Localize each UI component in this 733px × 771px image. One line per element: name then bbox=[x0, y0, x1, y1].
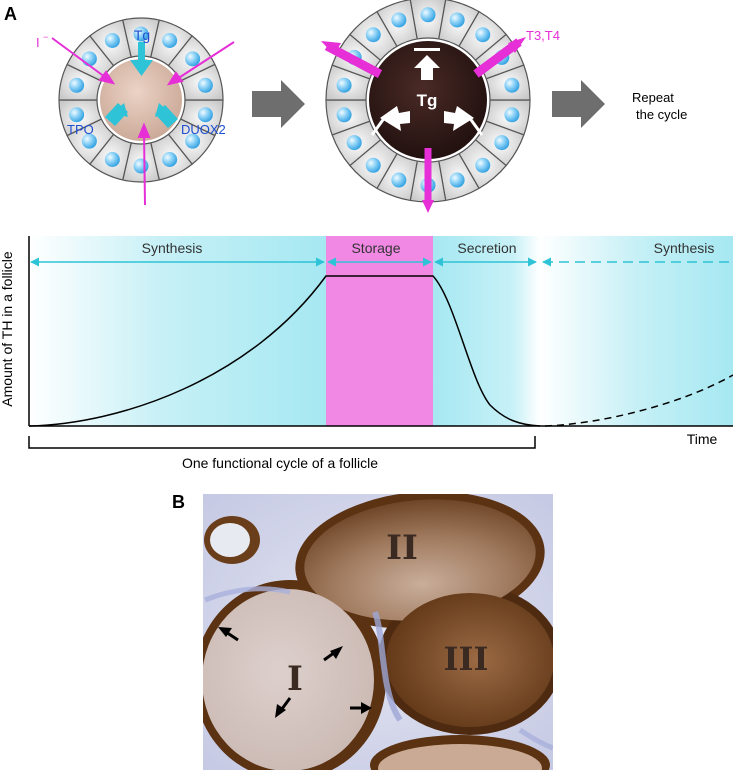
cell-nucleus bbox=[162, 33, 178, 49]
follicle-iii bbox=[386, 593, 553, 727]
cell-nucleus bbox=[185, 133, 201, 149]
panel-b-label: B bbox=[172, 492, 185, 512]
cell-nucleus bbox=[346, 135, 362, 151]
t3-t4-label: T3,T4 bbox=[526, 28, 560, 43]
tg-label-right: Tg bbox=[417, 91, 438, 110]
cell-nucleus bbox=[475, 157, 491, 173]
cell-nucleus bbox=[336, 77, 352, 93]
phase-label-storage: Storage bbox=[351, 240, 400, 256]
timeline-chart: Synthesis Storage Secretion Synthesis Am… bbox=[0, 236, 733, 471]
iodide-arrows bbox=[51, 37, 235, 206]
iodide-charge: − bbox=[43, 32, 48, 42]
cycle-bracket bbox=[28, 436, 536, 449]
process-arrow-1 bbox=[252, 80, 305, 128]
cell-nucleus bbox=[81, 51, 97, 67]
follicle-iii-label: III bbox=[444, 640, 489, 678]
cell-nucleus bbox=[449, 172, 465, 188]
cell-nucleus bbox=[104, 33, 120, 49]
cell-nucleus bbox=[391, 172, 407, 188]
tpo-label: TPO bbox=[67, 122, 94, 137]
follicle-cells-left bbox=[58, 17, 224, 183]
phase-band-secretion bbox=[433, 236, 540, 426]
phase-band-synthesis-next bbox=[540, 236, 733, 426]
cell-nucleus bbox=[365, 157, 381, 173]
th-amount-curve bbox=[28, 275, 541, 427]
tg-label-left: Tg bbox=[134, 27, 150, 43]
iodide-label: I bbox=[36, 35, 40, 50]
cell-nucleus bbox=[69, 107, 85, 123]
cell-nucleus bbox=[133, 158, 149, 174]
y-axis-label: Amount of TH in a follicle bbox=[0, 251, 15, 407]
cell-nucleus bbox=[504, 77, 520, 93]
repeat-text-line1: Repeat bbox=[632, 90, 674, 105]
phase-label-secretion: Secretion bbox=[457, 240, 516, 256]
cell-nucleus bbox=[391, 12, 407, 28]
follicle-secretion-diagram: Tg T3,T4 bbox=[321, 0, 560, 213]
histology-micrograph: I II III bbox=[203, 494, 553, 770]
cell-nucleus bbox=[475, 27, 491, 43]
cell-nucleus bbox=[197, 107, 213, 123]
tg-tpo-duox-arrows bbox=[105, 42, 178, 128]
cell-nucleus bbox=[81, 133, 97, 149]
th-amount-curve-next bbox=[544, 374, 733, 427]
process-arrow-2 bbox=[552, 80, 605, 128]
panel-a-label: A bbox=[4, 4, 17, 24]
cell-nucleus bbox=[162, 151, 178, 167]
duox2-label: DUOX2 bbox=[181, 122, 226, 137]
follicle-i bbox=[203, 589, 374, 770]
follicle-i-label: I bbox=[287, 659, 303, 699]
cell-nucleus bbox=[69, 77, 85, 93]
cycle-label: One functional cycle of a follicle bbox=[182, 455, 378, 471]
follicle-synthesis-diagram: I − Tg TPO DUOX2 bbox=[36, 17, 235, 206]
cell-nucleus bbox=[504, 107, 520, 123]
phase-band-synthesis bbox=[29, 236, 326, 426]
cell-nucleus bbox=[197, 77, 213, 93]
cell-nucleus bbox=[185, 51, 201, 67]
cell-nucleus bbox=[104, 151, 120, 167]
cell-nucleus bbox=[494, 135, 510, 151]
cell-nucleus bbox=[420, 7, 436, 23]
cell-nucleus bbox=[133, 26, 149, 42]
tg-internal-arrows bbox=[370, 48, 484, 136]
hormone-output-arrows bbox=[321, 37, 526, 213]
phase-label-synthesis-next: Synthesis bbox=[654, 240, 715, 256]
cell-nucleus bbox=[449, 12, 465, 28]
repeat-text-line2: the cycle bbox=[636, 107, 687, 122]
cell-nucleus bbox=[336, 107, 352, 123]
x-axis-label: Time bbox=[687, 431, 718, 447]
follicle-ii-label: II bbox=[386, 528, 418, 568]
phase-band-storage bbox=[326, 236, 433, 426]
cell-nucleus bbox=[365, 27, 381, 43]
phase-label-synthesis: Synthesis bbox=[142, 240, 203, 256]
epithelium-arrows bbox=[218, 627, 372, 718]
follicle-ii bbox=[304, 499, 536, 621]
